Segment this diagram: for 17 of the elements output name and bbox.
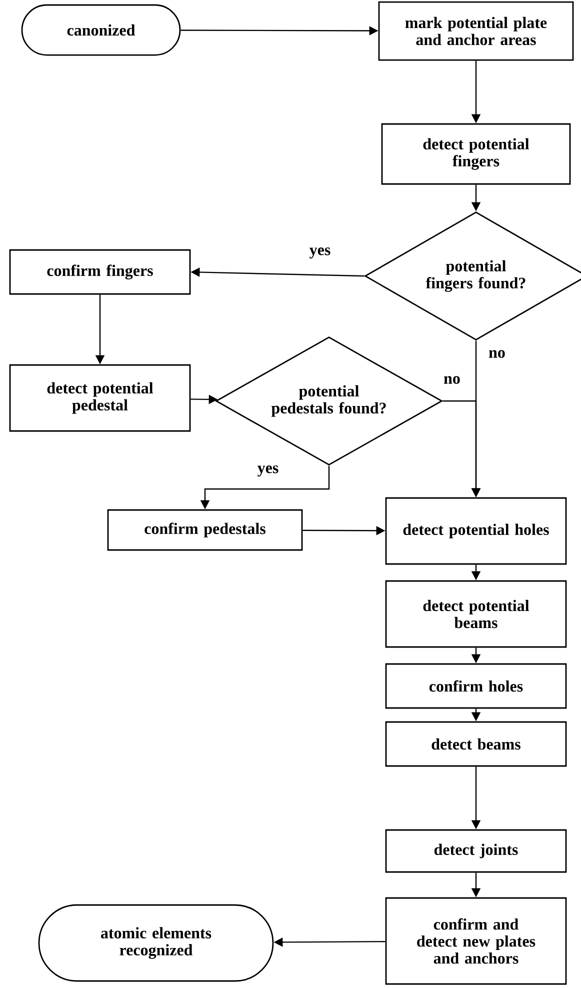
process-box: detect beams [385, 721, 567, 767]
terminal-box: canonized [21, 4, 181, 56]
edge-label: no [442, 375, 462, 385]
process-box: confirm pedestals [107, 509, 303, 551]
process-box: mark potential plate and anchor areas [378, 1, 574, 61]
process-box: detect potential fingers [381, 123, 571, 185]
edge-label: yes [256, 464, 280, 478]
process-box: detect potential holes [385, 497, 567, 565]
process-box: detect potential pedestal [9, 364, 191, 432]
process-box: confirm fingers [9, 249, 191, 295]
edge-label: no [488, 349, 506, 359]
terminal-box: atomic elements recognized [38, 904, 274, 982]
edge-label: yes [308, 246, 332, 260]
process-box: confirm and detect new plates and anchors [385, 897, 567, 985]
process-box: detect potential beams [385, 580, 567, 648]
process-box: confirm holes [385, 663, 567, 709]
process-box: detect joints [385, 829, 567, 873]
